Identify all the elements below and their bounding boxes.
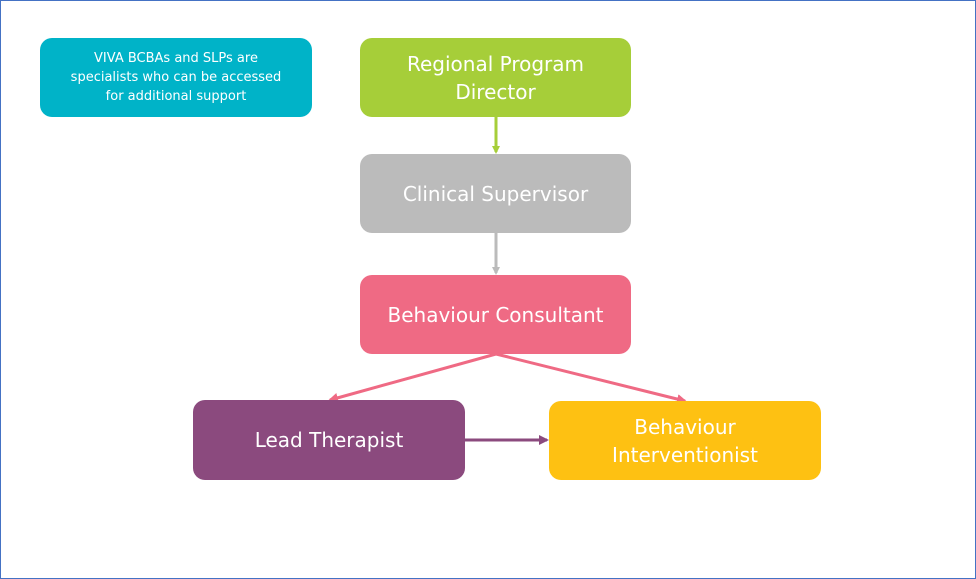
node-label: Regional Program Director <box>406 51 585 104</box>
node-behaviour-interventionist: Behaviour Interventionist <box>549 401 821 480</box>
node-clinical-supervisor: Clinical Supervisor <box>360 154 631 233</box>
node-label: Clinical Supervisor <box>402 181 589 206</box>
node-label: Behaviour Consultant <box>387 302 604 327</box>
specialists-note: VIVA BCBAs and SLPs are specialists who … <box>40 38 312 117</box>
note-text: VIVA BCBAs and SLPs are specialists who … <box>70 51 282 104</box>
edge-bc-lt <box>328 352 497 403</box>
node-label: Lead Therapist <box>254 428 404 452</box>
node-behaviour-consultant: Behaviour Consultant <box>360 275 631 354</box>
node-label: Behaviour Interventionist <box>612 414 758 467</box>
edge-bc-bi <box>495 352 687 404</box>
node-regional-program-director: Regional Program Director <box>360 38 631 117</box>
node-lead-therapist: Lead Therapist <box>193 400 465 480</box>
